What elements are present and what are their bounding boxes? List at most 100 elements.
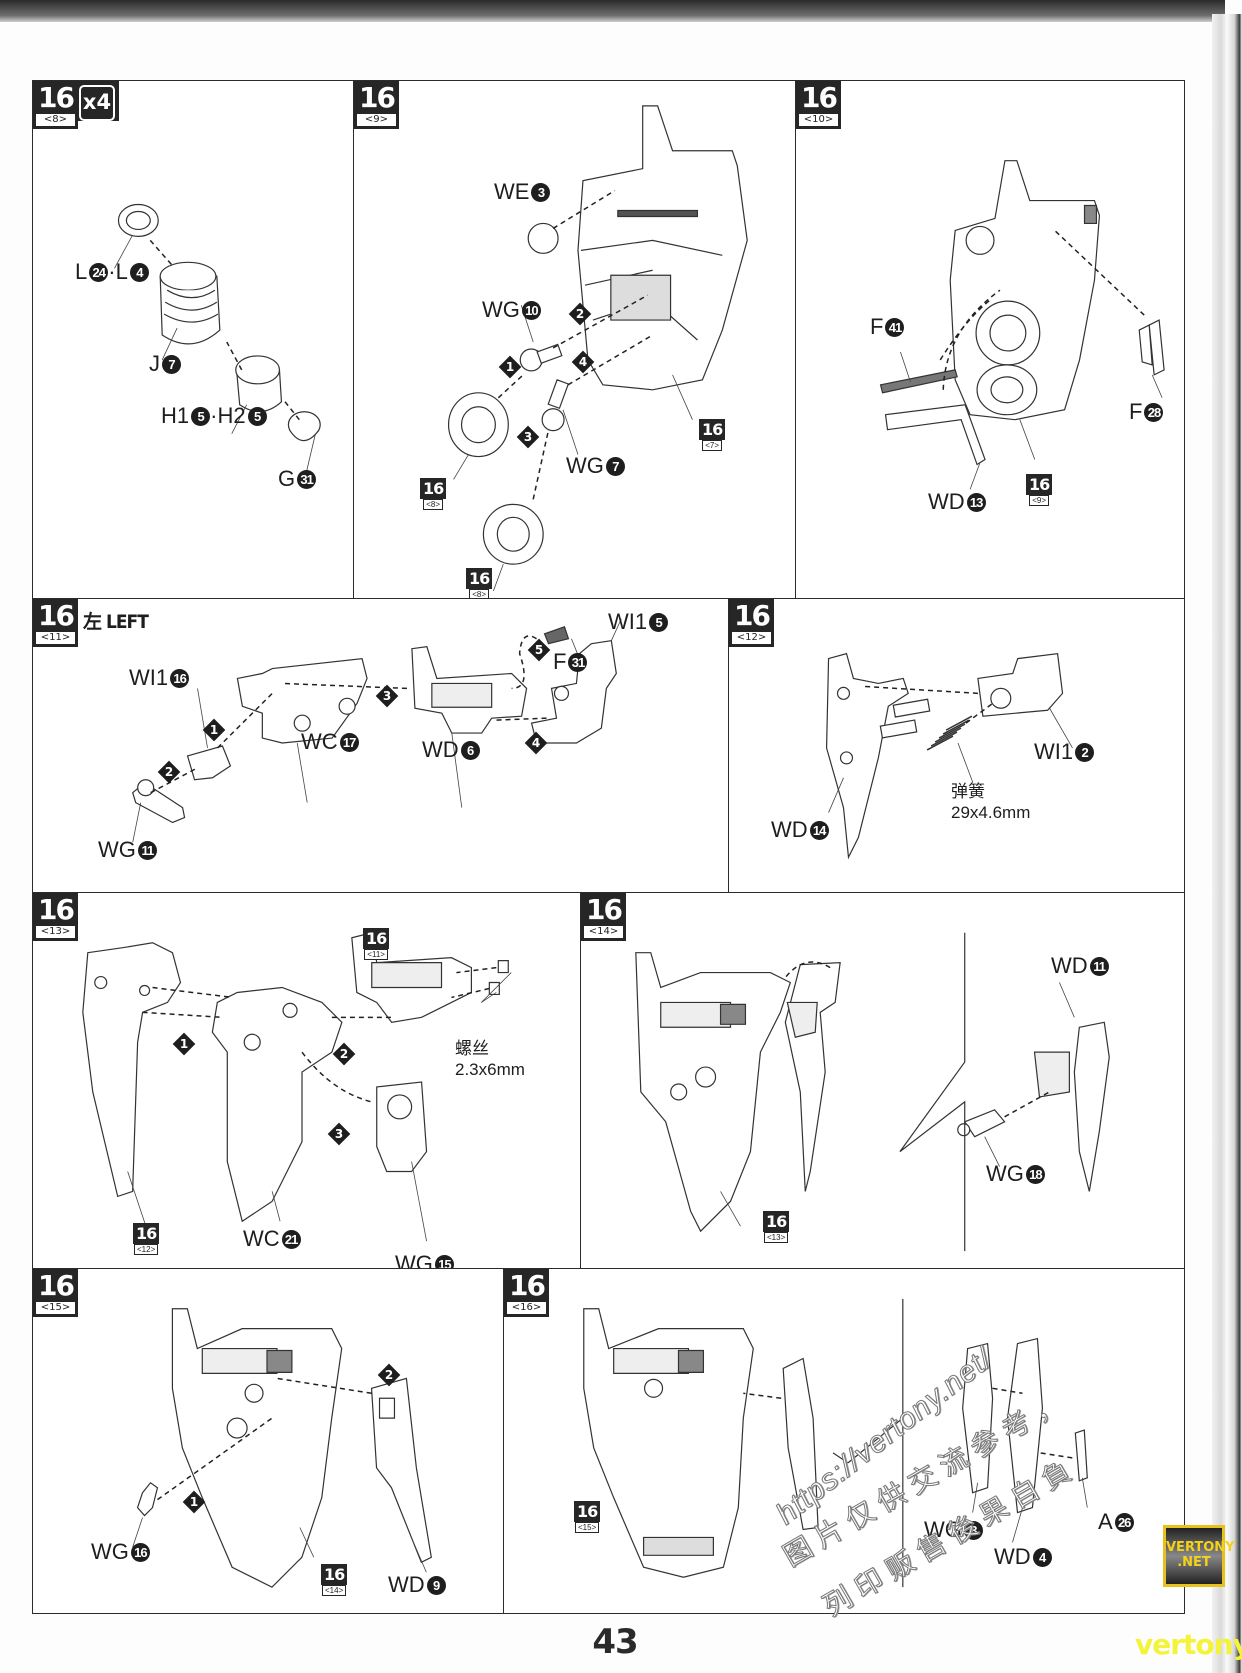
assembly-leg-section — [172, 1309, 341, 1587]
spring-label: 弹簧 — [951, 782, 985, 801]
step-number: 16 — [38, 81, 75, 114]
ref-badge-16-8-b: 16<8> — [466, 568, 493, 598]
step-marker-3: 3 — [375, 684, 399, 708]
part-wg3 — [963, 1344, 993, 1493]
part-wd11-assembly — [785, 963, 840, 1192]
ref-badge-16-11: 16<11> — [363, 928, 390, 960]
parts-drawing — [729, 599, 1184, 892]
page-spine-edge — [1212, 14, 1242, 1673]
step-number: 16 — [38, 599, 75, 632]
step-number-badge: 16 <8> — [33, 81, 78, 129]
screw-spec-note: 螺丝 2.3x6mm — [455, 1038, 525, 1080]
step-number-badge: 16 <9> — [354, 81, 399, 129]
assembly-leg-section — [584, 1309, 754, 1577]
ref-badge-16-8: 16<8> — [420, 478, 447, 510]
parts-drawing — [33, 893, 580, 1268]
part-wc21 — [212, 987, 342, 1221]
part-f28 — [1149, 320, 1164, 375]
part-f31 — [545, 627, 569, 644]
part-wd13 — [886, 405, 985, 465]
screw-a — [498, 961, 508, 973]
logo-line1: VERTONY — [1166, 1540, 1235, 1555]
panel-step-16-11: 16 <11> 左 LEFT — [32, 598, 729, 893]
step-marker-4: 4 — [524, 731, 548, 755]
panel-step-16-9: 16 <9> — [353, 80, 796, 599]
step-number-badge: 16 <11> — [33, 599, 78, 647]
part-wd4 — [1008, 1339, 1043, 1513]
part-wc17 — [237, 659, 367, 743]
step-sub-number: <15> — [35, 1301, 76, 1315]
part-spring — [927, 716, 972, 750]
step-marker-2: 2 — [157, 760, 181, 784]
screw-size: 2.3x6mm — [455, 1060, 525, 1079]
parts-drawing — [354, 81, 795, 598]
panel-step-16-12: 16 <12> — [728, 598, 1185, 893]
step-sub-number: <13> — [35, 925, 76, 939]
side-heading: 左 LEFT — [83, 611, 149, 633]
step-marker-3: 3 — [516, 425, 540, 449]
ref-badge-16-12: 16<12> — [133, 1223, 160, 1255]
step-number: 16 — [38, 1269, 75, 1302]
step-marker-2: 2 — [568, 302, 592, 326]
ref-badge-16-7: 16<7> — [699, 419, 726, 451]
spring-spec-note: 弹簧 29x4.6mm — [951, 781, 1030, 823]
step-number-badge: 16 <13> — [33, 893, 78, 941]
step-marker-2: 2 — [377, 1363, 401, 1387]
ref-badge-16-13: 16<13> — [763, 1211, 790, 1243]
step-number-badge: 16 <16> — [504, 1269, 549, 1317]
step-number: 16 — [801, 81, 838, 114]
part-we3 — [528, 223, 558, 253]
spring-size: 29x4.6mm — [951, 803, 1031, 822]
part-wg16 — [138, 1483, 158, 1516]
parts-drawing — [33, 599, 728, 892]
parts-drawing — [33, 1269, 503, 1613]
step-number-badge: 16 <10> — [796, 81, 841, 129]
step-marker-4: 4 — [571, 350, 595, 374]
part-wi1-2 — [978, 654, 1063, 717]
page-number: 43 — [592, 1622, 638, 1662]
part-a26 — [1075, 1430, 1087, 1481]
step-number-badge: 16 <14> — [581, 893, 626, 941]
step-number: 16 — [586, 893, 623, 926]
step-sub-number: <9> — [356, 113, 397, 127]
parts-drawing — [33, 81, 353, 598]
quantity-multiplier: x4 — [79, 85, 115, 121]
step-marker-2: 2 — [332, 1042, 356, 1066]
parts-drawing — [504, 1269, 1184, 1613]
ref-badge-16-15: 16<15> — [574, 1501, 601, 1533]
screw-label: 螺丝 — [455, 1039, 489, 1058]
step-sub-number: <12> — [731, 631, 772, 645]
logo-line2: .NET — [1177, 1555, 1211, 1570]
part-wd-armor — [783, 1358, 818, 1529]
step-sub-number: <10> — [798, 113, 839, 127]
step-marker-5: 5 — [527, 638, 551, 662]
step-sub-number: <11> — [35, 631, 76, 645]
step-sub-number: <14> — [583, 925, 624, 939]
part-wi1-16 — [188, 746, 231, 780]
parts-drawing — [581, 893, 1184, 1268]
step-sub-number: <16> — [506, 1301, 547, 1315]
